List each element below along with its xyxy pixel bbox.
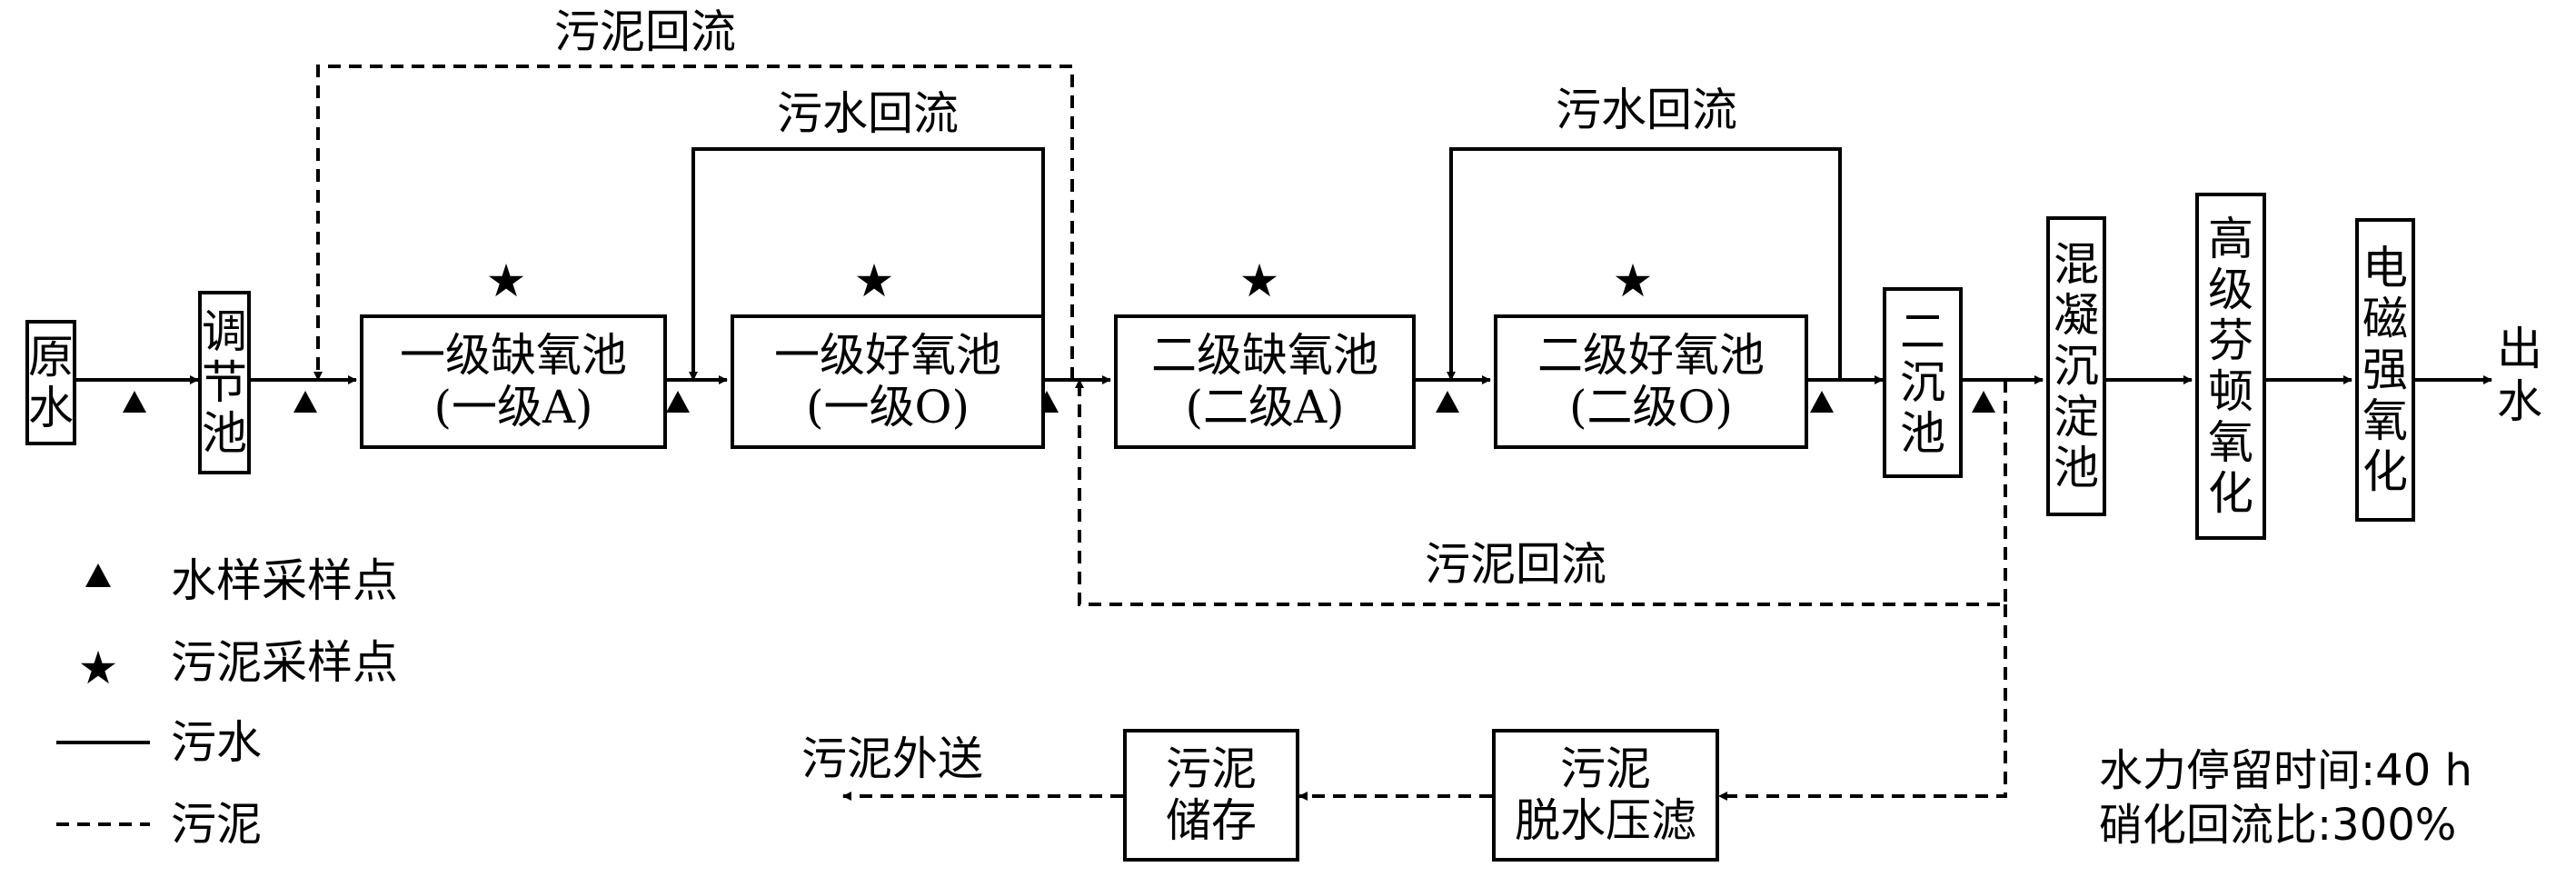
water-sample-points (123, 391, 1995, 413)
coagulation-tank-label: 混凝沉淀池 (2054, 238, 2099, 494)
sludge-storage-box: 污泥 储存 (1123, 729, 1299, 862)
legend-symbols: ★ (56, 563, 150, 826)
effluent-label: 出水 (2497, 323, 2548, 428)
water-sample-triangle (293, 391, 317, 413)
water-recycle-1-line (689, 147, 1045, 381)
oxic-tank-2-name: 二级好氧池 (1537, 328, 1765, 382)
water-sample-triangle (123, 391, 146, 413)
hrt-text: 水力停留时间:40 h (2099, 745, 2472, 796)
legend-triangle-icon (85, 563, 111, 587)
equalization-tank-label: 调节池 (202, 305, 247, 460)
water-recycle-2-label: 污水回流 (1556, 84, 1737, 136)
sludge-storage-line1: 污泥 (1166, 742, 1257, 795)
effluent-text: 出水 (2497, 323, 2542, 428)
sludge-recycle-bottom-line (1075, 379, 2007, 606)
water-sample-triangle (666, 391, 690, 413)
legend-sludge-sample-label: 污泥采样点 (171, 636, 398, 689)
legend-sewage-line-label: 污水 (171, 716, 262, 769)
water-sample-triangle (1436, 391, 1459, 413)
advanced-fenton-label: 高级芬顿氧化 (2208, 213, 2253, 520)
legend-sludge-line-label: 污泥 (171, 798, 262, 851)
sludge-recycle-top-label: 污泥回流 (554, 5, 736, 58)
raw-water-label: 原水 (28, 331, 74, 434)
secondary-clarifier-label: 二沉池 (1900, 305, 1945, 460)
oxic-tank-2-sub: (二级O) (1568, 381, 1733, 434)
oxic-tank-1-sub: (一级O) (805, 381, 970, 434)
sludge-dewatering-line1: 污泥 (1560, 742, 1651, 795)
sludge-sample-points: ★ ★ ★ ★ (486, 254, 1654, 307)
sludge-recycle-top-line (313, 65, 1074, 381)
sludge-dewatering-box: 污泥 脱水压滤 (1492, 729, 1719, 862)
anoxic-tank-2-sub: (二级A) (1185, 381, 1345, 434)
sludge-to-dewatering-line (1718, 604, 2007, 801)
sludge-sample-star: ★ (1239, 254, 1280, 307)
anoxic-tank-1-sub: (一级A) (433, 381, 593, 434)
sludge-export-label: 污泥外送 (801, 732, 983, 785)
sludge-sample-star: ★ (1613, 254, 1654, 307)
anoxic-tank-1-box: 一级缺氧池 (一级A) (360, 314, 667, 449)
anoxic-tank-2-name: 二级缺氧池 (1151, 328, 1378, 382)
oxic-tank-2-box: 二级好氧池 (二级O) (1494, 314, 1808, 449)
equalization-tank-box: 调节池 (198, 291, 251, 474)
anoxic-tank-1-name: 一级缺氧池 (400, 328, 627, 382)
sludge-dewatering-line2: 脱水压滤 (1515, 794, 1696, 847)
electromagnetic-oxidation-box: 电磁强氧化 (2355, 218, 2415, 522)
water-sample-triangle (1810, 391, 1834, 413)
water-recycle-2-line (1447, 147, 1842, 381)
advanced-fenton-box: 高级芬顿氧化 (2195, 193, 2266, 540)
water-sample-triangle (1972, 391, 1995, 413)
electromagnetic-oxidation-label: 电磁强氧化 (2362, 242, 2408, 498)
anoxic-tank-2-box: 二级缺氧池 (二级A) (1114, 314, 1416, 449)
secondary-clarifier-box: 二沉池 (1883, 287, 1963, 478)
raw-water-box: 原水 (25, 320, 76, 445)
legend-water-sample-label: 水样采样点 (171, 554, 398, 607)
coagulation-tank-box: 混凝沉淀池 (2046, 216, 2106, 516)
sludge-sample-star: ★ (854, 254, 895, 307)
water-recycle-1-label: 污水回流 (777, 87, 959, 140)
sludge-sample-star: ★ (486, 254, 527, 307)
oxic-tank-1-name: 一级好氧池 (774, 328, 1001, 382)
sludge-storage-line2: 储存 (1166, 794, 1257, 847)
legend-star-icon: ★ (78, 642, 119, 694)
params-note: 水力停留时间:40 h 硝化回流比:300% (2099, 743, 2472, 852)
oxic-tank-1-box: 一级好氧池 (一级O) (731, 314, 1045, 449)
nitrification-ratio-text: 硝化回流比:300% (2099, 800, 2457, 851)
sludge-recycle-bottom-label: 污泥回流 (1425, 538, 1606, 591)
